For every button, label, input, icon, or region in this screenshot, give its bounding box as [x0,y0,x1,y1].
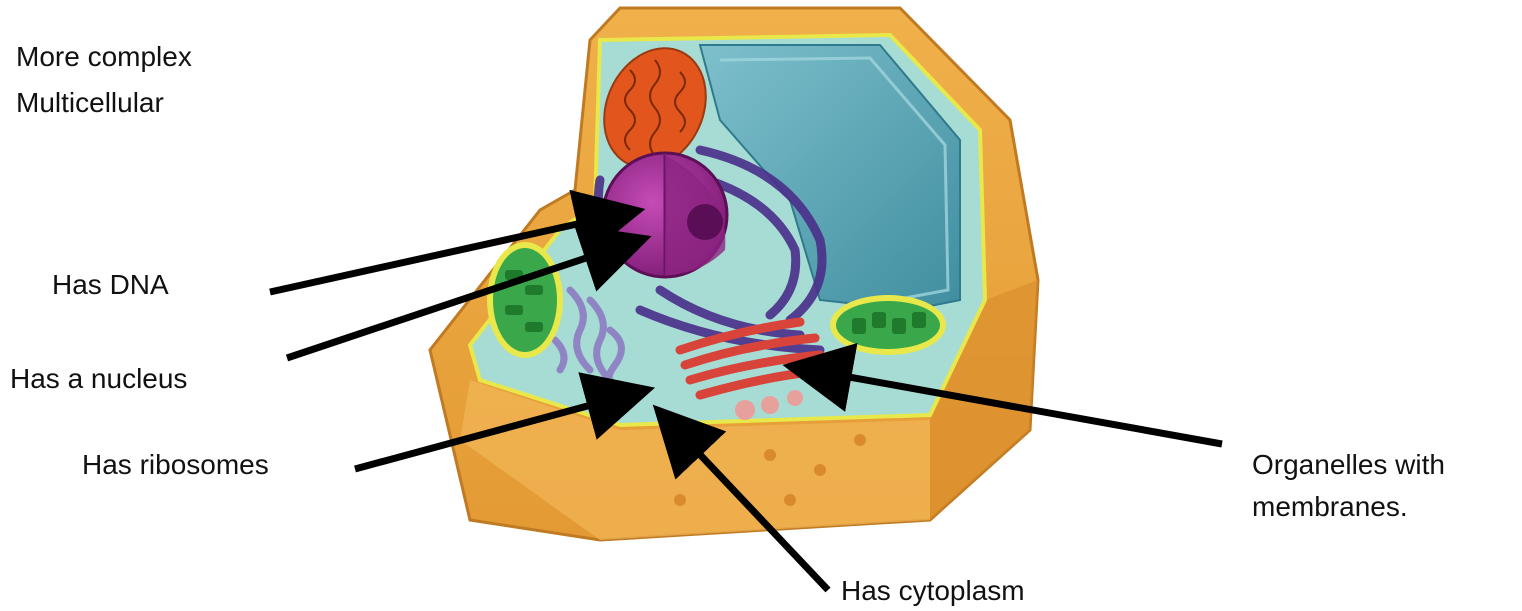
label-has-dna: Has DNA [52,268,169,302]
arrow-cytoplasm [672,425,828,590]
label-has-ribosomes: Has ribosomes [82,448,269,482]
label-has-nucleus: Has a nucleus [10,362,187,396]
header-line-2: Multicellular [16,86,164,120]
label-has-cytoplasm: Has cytoplasm [841,574,1025,608]
arrow-ribosomes [355,395,628,469]
label-organelles-line-1: Organelles with [1252,448,1445,482]
arrow-dna [270,215,618,292]
header-line-1: More complex [16,40,192,74]
label-organelles-line-2: membranes. [1252,490,1408,524]
arrow-nucleus [287,245,625,358]
arrow-organelles [810,370,1222,444]
